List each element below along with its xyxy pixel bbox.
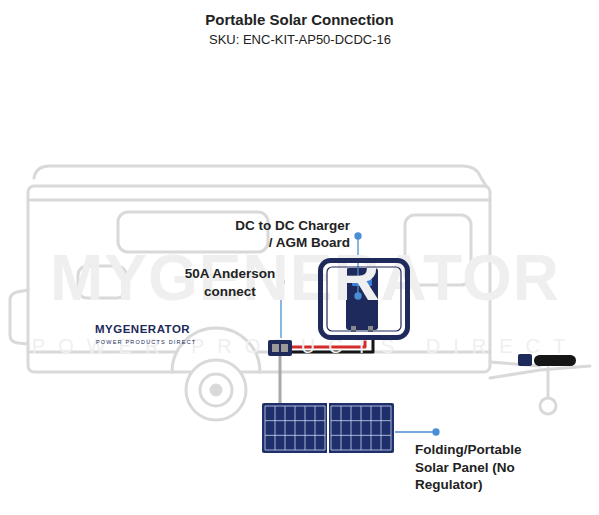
watermark: MYGENERATOR [50,246,560,310]
solar-cell-grid [381,406,382,450]
solar-cell-grid [325,406,326,450]
solar-cell-grid [331,435,391,436]
caravan-outline [28,199,490,202]
anderson-contact [272,344,279,352]
solar-cell-grid [391,406,392,450]
cable-wire [279,356,282,403]
logo-text: POWER PRODUCTS DIRECT [96,340,196,346]
solar-cell-grid [341,406,342,450]
solar-panel-body [262,403,394,453]
solar-cell-grid [331,406,332,450]
caravan-wheel [186,360,246,420]
anderson-plug [268,340,292,356]
tow-hitch [534,355,576,366]
solar-cell-grid [371,406,372,450]
solar-cell-grid [331,420,391,421]
solar-panel-fold [327,403,329,453]
solar-cell-grid [315,406,316,450]
solar-cell-grid [265,406,266,450]
solar-cell-grid [361,406,362,450]
solar-cell-grid [351,406,352,450]
caravan-wheel [211,385,221,395]
leader-line [355,233,361,239]
caravan-wheel [186,360,246,420]
drawbar [490,362,540,366]
anderson-contact [281,344,288,352]
charger-box: DC to DC Charger / AGM Board [318,258,410,340]
charger-frame [321,261,408,338]
callout-label: Folding/Portable Solar Panel (No Regulat… [415,441,530,494]
charger-frame [327,267,401,331]
solar-cell-grid [265,450,325,451]
solar-cell-grid [285,406,286,450]
anderson-connector: 50A Anderson connect [268,340,292,356]
leader-line [395,431,436,432]
leader-line [433,429,439,435]
drawbar [540,398,556,414]
solar-cell-grid [265,406,325,407]
solar-panel-outline [262,403,394,453]
charger-box-outline [318,258,410,340]
cable [280,356,281,403]
caravan-outline [34,166,486,186]
sku-subtitle: SKU: ENC-KIT-AP50-DCDC-16 [209,33,391,46]
caravan-outline [10,290,28,344]
logo-text: MYGENERATOR [95,324,190,336]
drawbar [547,368,550,398]
callout-label: 50A Anderson connect [174,265,286,300]
solar-cell-grid [305,406,306,450]
solar-cell-grid [295,406,296,450]
drawbar [490,362,590,414]
watermark: POWER PRODUCTS DIRECT [32,336,578,356]
anderson-connector-outline [268,340,292,356]
solar-cell-grid [275,406,276,450]
diagram-title: Portable Solar Connection [0,12,599,27]
caravan-wheel [200,374,232,406]
solar-cell-grid [265,420,325,421]
callout-label: DC to DC Charger / AGM Board [230,217,350,252]
solar-cell-grid [331,406,391,407]
solar-panel: Folding/Portable Solar Panel (No Regulat… [262,403,394,453]
drawbar [490,366,590,378]
solar-cell-grid [265,435,325,436]
solar-cell-grid [331,450,391,451]
